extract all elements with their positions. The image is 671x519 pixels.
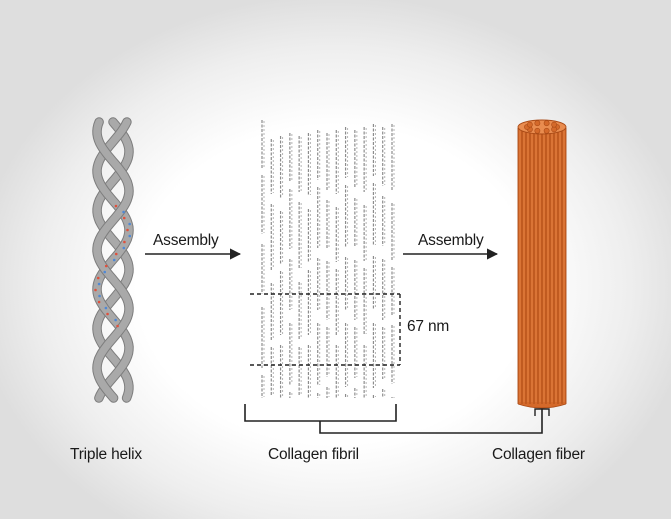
- collagen-fibril-illustration: [261, 120, 395, 398]
- helix-residue: [112, 258, 116, 262]
- helix-residue: [114, 252, 118, 256]
- fiber-rod-end: [534, 120, 541, 127]
- collagen-fibril-label: Collagen fibril: [268, 446, 359, 463]
- triple-helix-illustration: [92, 117, 134, 403]
- fiber-rod-end: [543, 127, 550, 134]
- helix-residue: [122, 216, 126, 220]
- helix-residue: [126, 228, 129, 232]
- period-label: 67 nm: [407, 318, 450, 335]
- fibril-to-fiber-connector: [319, 409, 543, 434]
- helix-residue: [106, 312, 109, 316]
- fiber-bracket: [534, 408, 550, 416]
- helix-residue: [128, 234, 132, 238]
- helix-strand: [93, 118, 133, 402]
- helix-residue: [94, 288, 97, 292]
- assembly-label-left: Assembly: [153, 232, 219, 249]
- helix-residue: [122, 246, 126, 250]
- helix-strand: [93, 118, 133, 402]
- helix-residue: [128, 222, 131, 226]
- fiber-rod-end: [543, 120, 550, 127]
- helix-residue: [122, 210, 125, 214]
- collagen-fiber-label: Collagen fiber: [492, 446, 585, 463]
- assembly-label-right: Assembly: [418, 232, 484, 249]
- helix-residue: [123, 240, 126, 244]
- fibril-bracket: [244, 404, 397, 422]
- fiber-rod-end: [551, 121, 558, 128]
- period-bracket: [250, 293, 401, 366]
- triple-helix-label: Triple helix: [70, 446, 142, 463]
- helix-residue: [98, 294, 101, 298]
- fiber-rod-end: [526, 121, 533, 128]
- helix-residue: [97, 300, 101, 304]
- helix-residue: [97, 282, 101, 286]
- helix-residue: [96, 276, 100, 280]
- connectors: [145, 248, 550, 434]
- helix-residue: [116, 324, 119, 328]
- fiber-rod-end: [534, 127, 541, 134]
- collagen-fiber-illustration: [517, 119, 567, 409]
- helix-residue: [104, 306, 108, 310]
- helix-residue: [103, 270, 107, 274]
- helix-residue: [114, 318, 117, 322]
- helix-residue: [104, 264, 108, 268]
- fiber-bottom-cap: [517, 403, 567, 409]
- helix-residue: [114, 204, 118, 208]
